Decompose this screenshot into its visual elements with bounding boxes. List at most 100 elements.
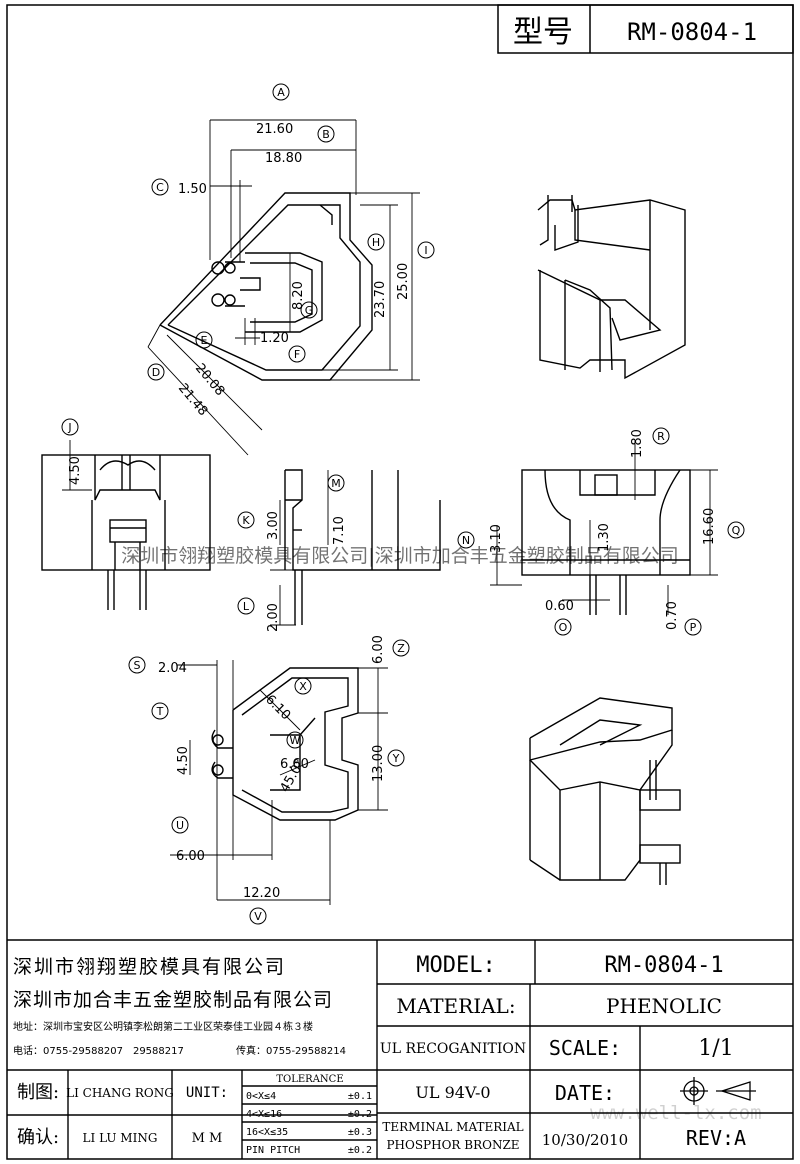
ul-value: UL 94V-0 <box>415 1083 490 1102</box>
title-block-grid <box>7 939 793 1159</box>
svg-text:J: J <box>67 421 71 434</box>
dim-A-value: 21.60 <box>256 122 293 137</box>
balloon-J <box>61 418 79 436</box>
unit-value: M M <box>192 1131 223 1146</box>
top-view-balloons <box>147 83 435 381</box>
isometric-view-bottom <box>529 697 681 885</box>
rear-view <box>521 469 691 615</box>
scale-value: 1/1 <box>698 1036 733 1061</box>
bottom-view-balloons <box>128 639 410 925</box>
bottom-view-labels: 2.04 4.50 6.00 12.20 6.60 6.10 13.00 6.0… <box>158 635 386 901</box>
company-phone: 电话：0755-29588207 29588217 <box>13 1044 184 1057</box>
checked-name: LI LU MING <box>83 1131 158 1145</box>
svg-text:N: N <box>462 534 470 547</box>
dim-O-value: 0.60 <box>545 599 574 614</box>
dim-K-value: 3.00 <box>266 511 281 540</box>
tolerance-range-0: 0<X≤4 <box>246 1091 276 1102</box>
tolerance-value-0: ±0.1 <box>348 1091 372 1102</box>
front-view-dims <box>62 440 92 491</box>
title-block-text: 深圳市翎翔塑胶模具有限公司 深圳市加合丰五金塑胶制品有限公司 地址：深圳市宝安区… <box>13 953 746 1156</box>
svg-text:M: M <box>331 477 341 490</box>
svg-text:H: H <box>372 236 380 249</box>
dim-J-value: 4.50 <box>68 456 83 485</box>
dim-F-value: 1.20 <box>260 331 289 346</box>
svg-text:V: V <box>254 910 262 923</box>
dim-V-value: 12.20 <box>243 886 280 901</box>
rear-view-labels: 3.10 1.30 1.80 16.60 0.60 0.70 <box>489 429 717 630</box>
svg-text:R: R <box>657 430 665 443</box>
rear-view-dims <box>490 440 718 615</box>
side-view-labels: 3.00 2.00 7.10 <box>266 511 347 632</box>
company-fax: 传真：0755-29588214 <box>236 1044 346 1057</box>
top-view-dimensions <box>147 119 420 456</box>
date-value: 10/30/2010 <box>542 1131 628 1149</box>
company-name-1: 深圳市翎翔塑胶模具有限公司 <box>13 956 286 978</box>
tolerance-range-3: PIN PITCH <box>246 1145 300 1156</box>
rev-label: REV:A <box>686 1126 746 1150</box>
tolerance-range-2: 16<X≤35 <box>246 1127 288 1138</box>
svg-text:L: L <box>243 600 250 613</box>
svg-text:P: P <box>690 621 697 634</box>
dim-M-value: 7.10 <box>332 516 347 545</box>
tolerance-value-1: ±0.2 <box>348 1109 372 1120</box>
scale-label: SCALE: <box>549 1036 621 1060</box>
dim-P-value: 0.70 <box>665 601 680 630</box>
svg-text:X: X <box>299 680 307 693</box>
top-view <box>159 192 373 381</box>
rear-view-balloons <box>457 427 745 636</box>
dim-U-value: 6.00 <box>176 849 205 864</box>
terminal-line-1: TERMINAL MATERIAL <box>382 1120 523 1134</box>
dim-Y-value: 13.00 <box>371 745 386 782</box>
svg-text:D: D <box>152 366 160 379</box>
dim-N-value: 3.10 <box>489 524 504 553</box>
dim-S-value: 2.04 <box>158 661 187 676</box>
dim-Z-value: 6.00 <box>371 635 386 664</box>
svg-text:W: W <box>290 734 301 747</box>
dim-W-value: 6.60 <box>280 757 309 772</box>
svg-text:I: I <box>424 244 427 257</box>
dim-G-value: 8.20 <box>291 281 306 310</box>
dim-C-value: 1.50 <box>178 182 207 197</box>
dim-mid-value: 1.30 <box>597 523 612 552</box>
ul-label: UL RECOGANITION <box>380 1041 526 1057</box>
unit-label: UNIT: <box>186 1085 228 1101</box>
svg-text:U: U <box>176 819 184 832</box>
header-model-label: 型号 <box>513 15 573 50</box>
svg-text:C: C <box>156 181 164 194</box>
company-watermark: 深圳市翎翔塑胶模具有限公司|深圳市加合丰五金塑胶制品有限公司 <box>121 545 679 567</box>
side-view-balloons <box>237 474 345 615</box>
tolerance-value-3: ±0.2 <box>348 1145 372 1156</box>
checked-label: 确认: <box>17 1127 59 1148</box>
isometric-view-top <box>537 195 686 380</box>
svg-text:S: S <box>134 659 141 672</box>
svg-text:F: F <box>294 348 300 361</box>
svg-text:O: O <box>559 621 568 634</box>
material-value: PHENOLIC <box>606 994 722 1018</box>
drawn-name: LI CHANG RONG <box>66 1086 174 1100</box>
date-label: DATE: <box>555 1081 615 1105</box>
drawn-label: 制图: <box>17 1082 59 1103</box>
bottom-view-dims <box>170 660 388 905</box>
header-model-value: RM-0804-1 <box>627 18 757 46</box>
dim-H-value: 23.70 <box>373 281 388 318</box>
svg-text:G: G <box>305 304 314 317</box>
sheet-border <box>6 4 794 1160</box>
svg-text:B: B <box>322 128 330 141</box>
header-model-box <box>497 4 794 54</box>
dim-R-value: 1.80 <box>630 429 645 458</box>
front-view <box>41 454 211 610</box>
company-address: 地址：深圳市宝安区公明镇李松朗第二工业区荣泰佳工业园４栋３楼 <box>13 1020 313 1033</box>
model-value: RM-0804-1 <box>604 953 723 978</box>
company-name-2: 深圳市加合丰五金塑胶制品有限公司 <box>13 989 333 1011</box>
tolerance-value-2: ±0.3 <box>348 1127 372 1138</box>
dim-B-value: 18.80 <box>265 151 302 166</box>
svg-text:K: K <box>242 514 250 527</box>
site-watermark: www.well-lx.com <box>590 1102 762 1124</box>
terminal-line-2: PHOSPHOR BRONZE <box>386 1138 519 1152</box>
bottom-view <box>211 667 359 821</box>
dim-D-value: 21.48 <box>175 381 210 419</box>
dim-I-value: 25.00 <box>396 263 411 300</box>
model-label: MODEL: <box>416 953 495 978</box>
svg-text:Y: Y <box>392 752 400 765</box>
